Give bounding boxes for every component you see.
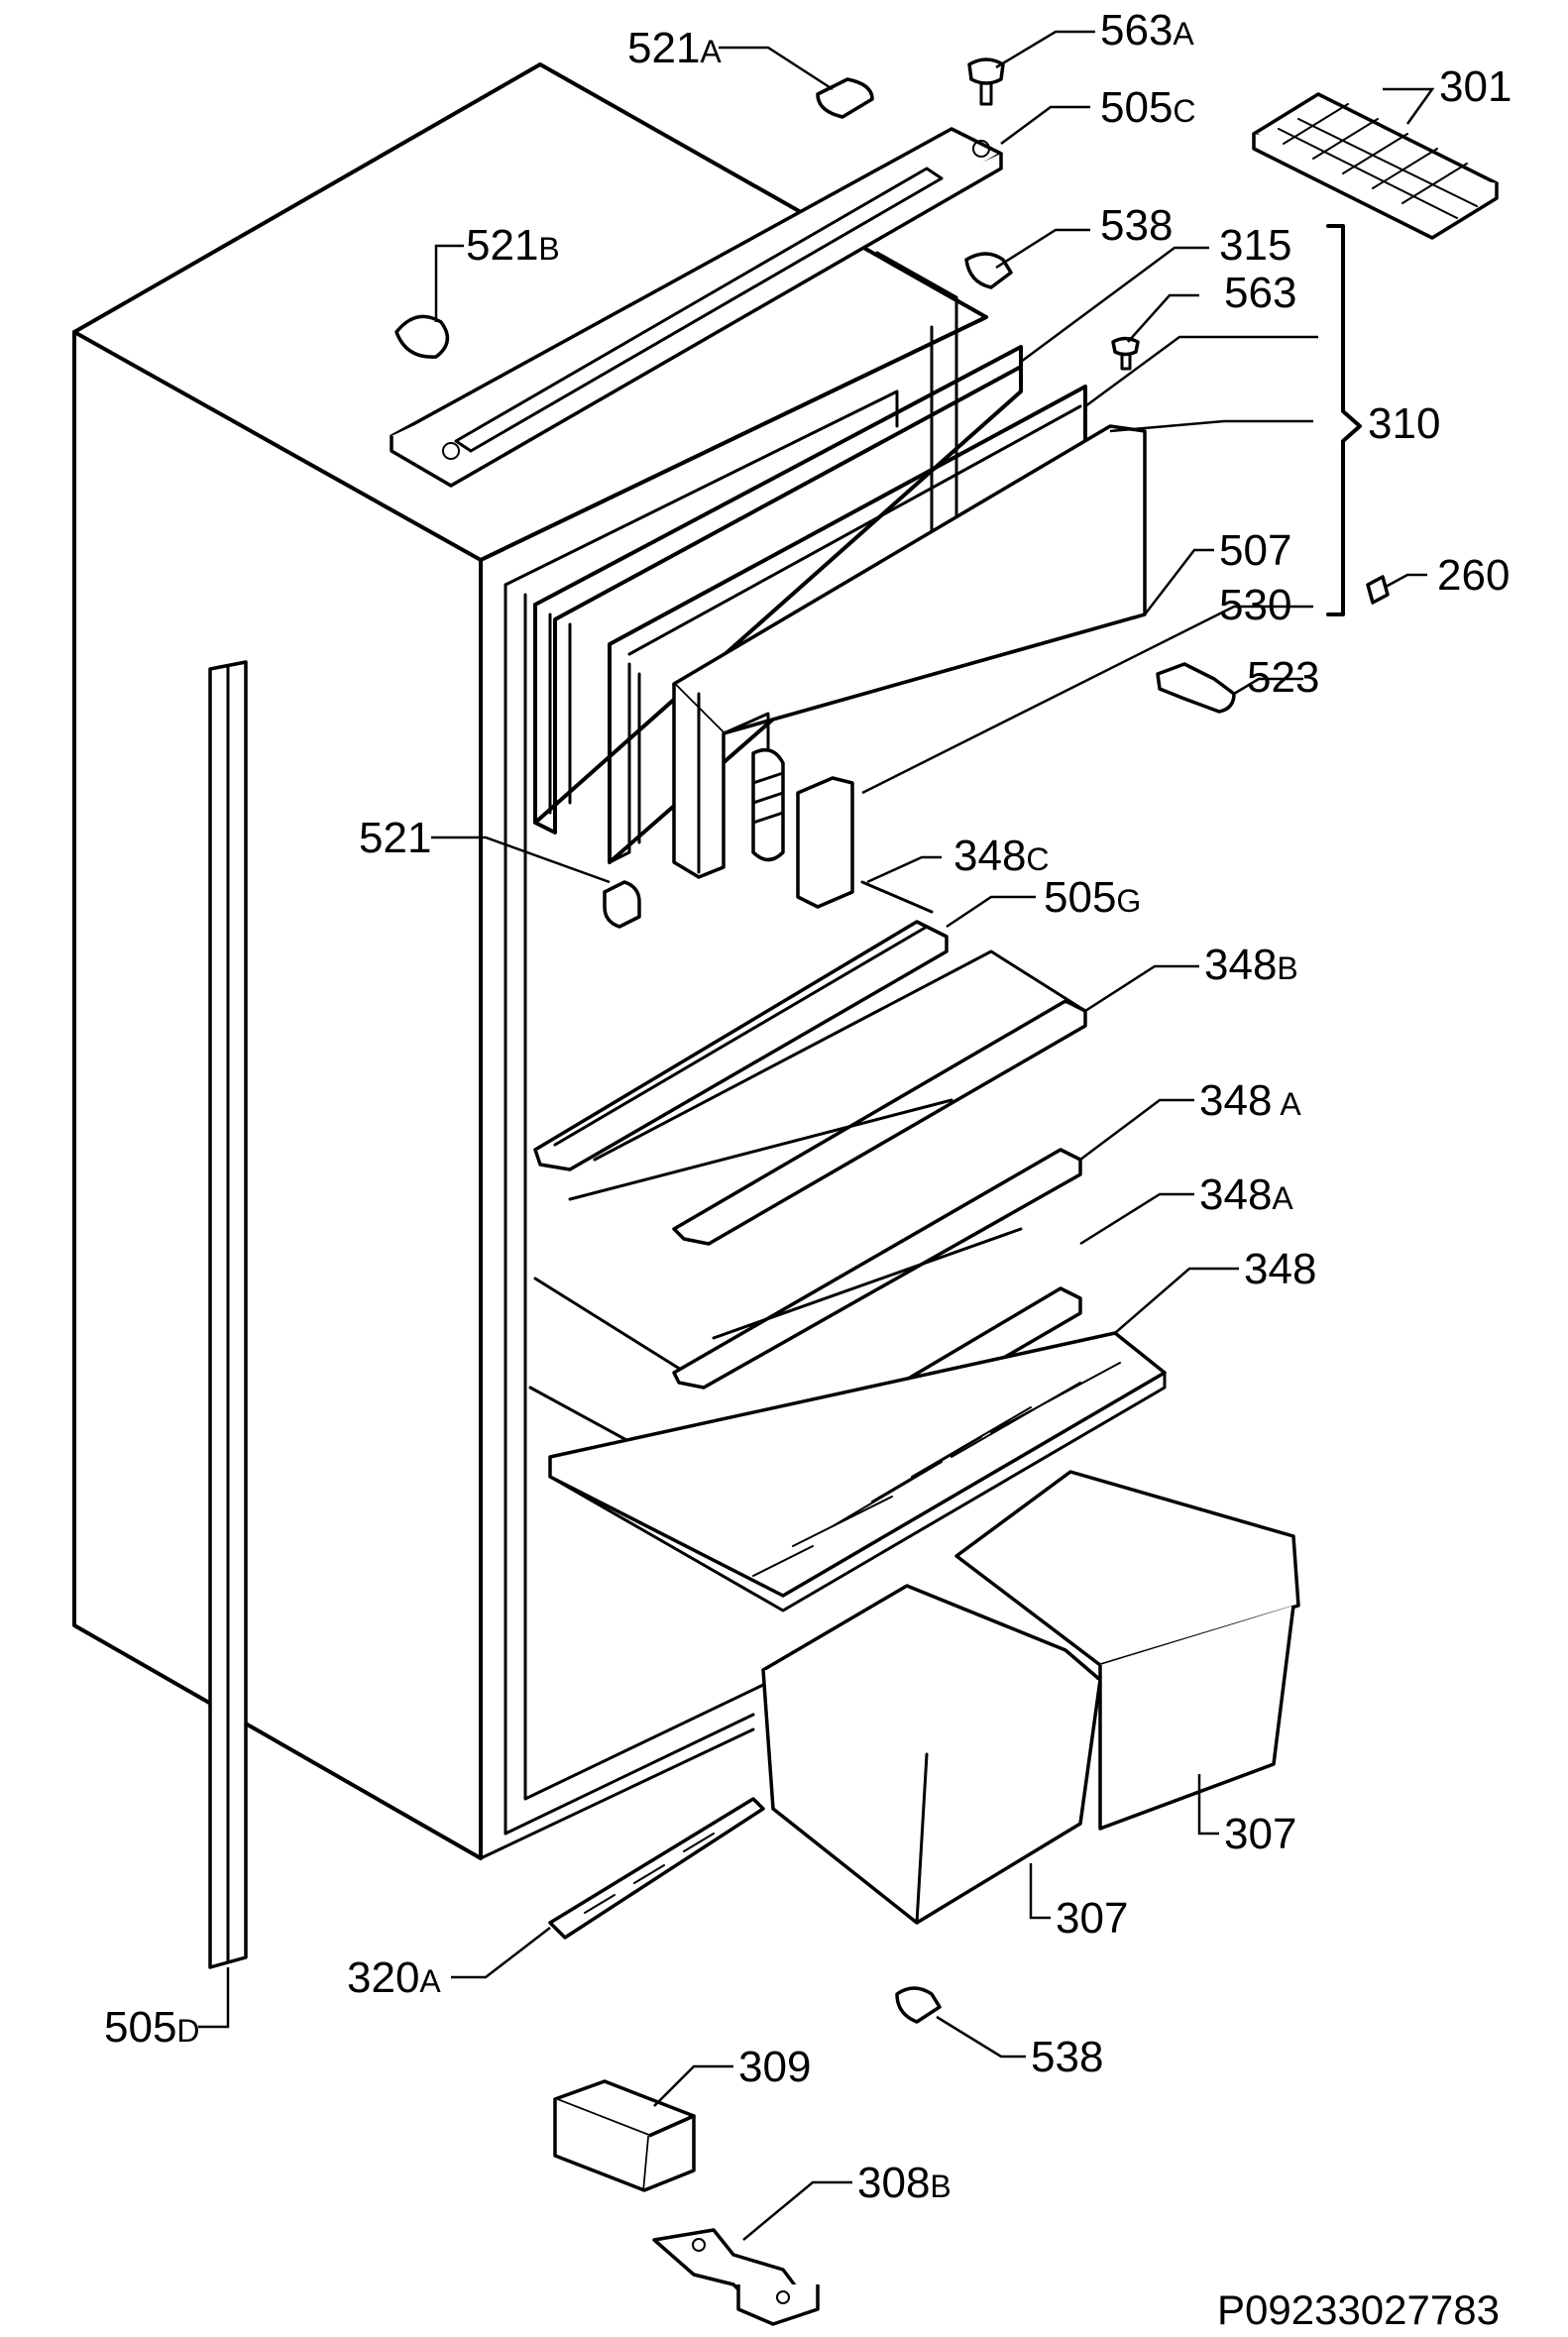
- crisper-307-right: [954, 1470, 1300, 1831]
- callout-521B: 521B: [466, 221, 560, 270]
- cabinet: [72, 62, 988, 1860]
- callout-labels: 521A 563A 505C 301 521B 538 315 563 310 …: [104, 6, 1512, 2333]
- callout-308B: 308B: [857, 2159, 952, 2207]
- callout-307-left: 307: [1056, 1894, 1128, 1943]
- callout-348B: 348B: [1204, 941, 1298, 989]
- drawing-code: P09233027783: [1217, 2286, 1500, 2333]
- screw-563: [1111, 336, 1140, 371]
- callout-348A-lower: 348A: [1199, 1170, 1293, 1219]
- callout-523: 523: [1247, 653, 1319, 702]
- callout-507: 507: [1219, 526, 1291, 575]
- crisper-307-left: [761, 1584, 1102, 1925]
- callout-563A: 563A: [1100, 6, 1194, 55]
- bracket-310: [1326, 224, 1362, 616]
- callout-320A: 320A: [347, 1953, 441, 2002]
- screw-563A: [967, 57, 1005, 106]
- shelf-505G: [533, 920, 949, 1171]
- hinge-pin-538-bottom: [895, 1986, 942, 2024]
- callout-505C: 505C: [1100, 83, 1196, 132]
- callout-530: 530: [1219, 581, 1291, 629]
- callout-310: 310: [1368, 399, 1440, 448]
- ice-tray-301: [1252, 92, 1499, 240]
- callout-309: 309: [738, 2043, 811, 2091]
- lamp-holder-523: [1156, 662, 1236, 714]
- callout-505D: 505D: [104, 2003, 200, 2052]
- door-handle-530: [751, 747, 854, 909]
- door-seal-strip-505D: [208, 660, 248, 1969]
- shelf-348C: [860, 880, 934, 914]
- cap-521: [603, 880, 641, 929]
- callout-521: 521: [359, 814, 431, 862]
- hinge-308B: [652, 2228, 820, 2326]
- shelf-348A-upper: [533, 1098, 1082, 1390]
- shelf-348: [548, 1331, 1167, 1613]
- callout-301: 301: [1439, 62, 1512, 111]
- callout-538-top: 538: [1100, 201, 1173, 250]
- freezer-door-507: [672, 424, 1147, 879]
- callout-505G: 505G: [1044, 873, 1141, 922]
- door-gasket-315: [533, 345, 1023, 835]
- callout-260: 260: [1437, 551, 1510, 600]
- cap-521B: [394, 314, 450, 359]
- callout-538-bottom: 538: [1031, 2033, 1103, 2081]
- callout-348C: 348C: [953, 832, 1050, 880]
- hinge-pin-538-top: [964, 252, 1013, 289]
- callout-563: 563: [1224, 269, 1296, 317]
- clip-260: [1366, 575, 1390, 605]
- hinge-cover-505C: [390, 127, 1003, 488]
- rail-320A: [548, 1797, 765, 1940]
- leader-lines: [198, 30, 1435, 2241]
- callout-315: 315: [1219, 221, 1291, 270]
- callout-348: 348: [1244, 1245, 1316, 1293]
- callout-521A: 521A: [627, 24, 722, 72]
- box-309: [553, 2079, 696, 2192]
- callout-307-right: 307: [1224, 1810, 1296, 1858]
